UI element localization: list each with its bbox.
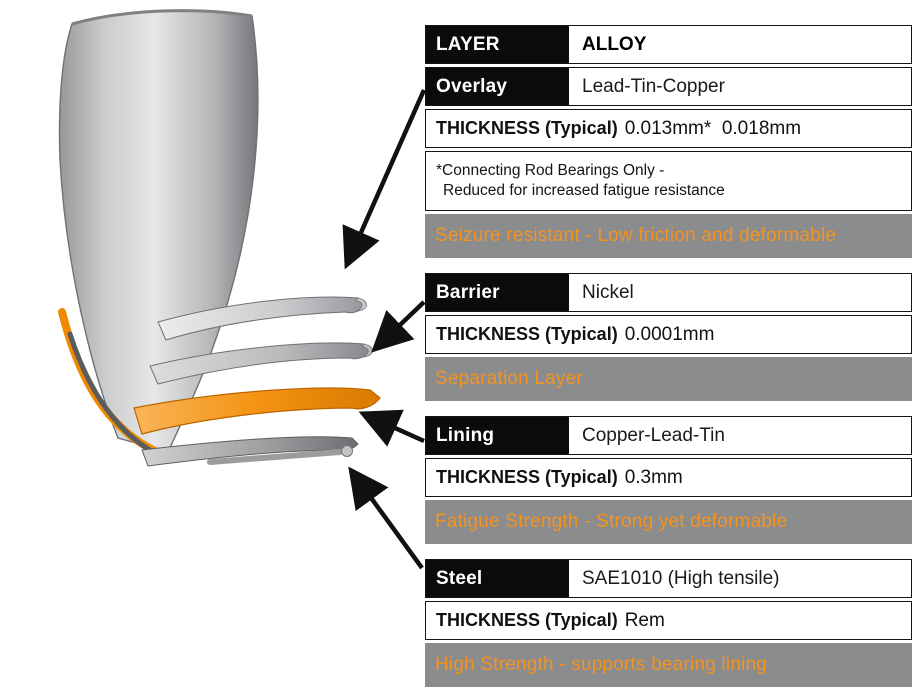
bearing-illustration <box>0 0 430 693</box>
arrow-barrier <box>371 300 426 353</box>
steel-thickness-row: THICKNESS (Typical) Rem <box>425 601 912 640</box>
barrier-alloy-value: Nickel <box>582 281 634 303</box>
thickness-label: THICKNESS (Typical) <box>436 118 618 138</box>
steel-alloy-value: SAE1010 (High tensile) <box>582 567 780 589</box>
overlay-row: Overlay Lead-Tin-Copper <box>425 67 912 106</box>
overlay-thickness-row: THICKNESS (Typical) 0.013mm* 0.018mm <box>425 109 912 148</box>
table-section-overlay: LAYER ALLOY Overlay Lead-Tin-Copper THIC… <box>425 25 912 258</box>
lining-alloy-value: Copper-Lead-Tin <box>582 424 725 446</box>
thickness-value: 0.0001mm <box>624 323 715 345</box>
arrow-overlay <box>342 89 427 270</box>
barrier-row: Barrier Nickel <box>425 273 912 312</box>
table-section-lining: Lining Copper-Lead-Tin THICKNESS (Typica… <box>425 416 912 544</box>
arrow-steel <box>348 466 424 570</box>
thickness-label: THICKNESS (Typical) <box>436 610 618 630</box>
lining-layer-sheet <box>133 387 381 435</box>
lining-layer-label: Lining <box>426 417 569 454</box>
overlay-footnote: *Connecting Rod Bearings Only - Reduced … <box>425 151 912 211</box>
steel-row: Steel SAE1010 (High tensile) <box>425 559 912 598</box>
steel-layer-sheet <box>141 436 359 467</box>
lining-thickness-row: THICKNESS (Typical) 0.3mm <box>425 458 912 497</box>
overlay-alloy-value: Lead-Tin-Copper <box>582 75 725 97</box>
lining-row: Lining Copper-Lead-Tin <box>425 416 912 455</box>
callout-arrows <box>342 89 427 570</box>
thickness-value: Rem <box>624 609 665 631</box>
overlay-layer-label: Overlay <box>426 68 569 105</box>
barrier-layer-label: Barrier <box>426 274 569 311</box>
thickness-value: 0.013mm* 0.018mm <box>624 117 802 139</box>
steel-property-bar: High Strength - supports bearing lining <box>425 643 912 687</box>
thickness-value: 0.3mm <box>624 466 683 488</box>
thickness-label: THICKNESS (Typical) <box>436 467 618 487</box>
footnote-line-2: Reduced for increased fatigue resistance <box>443 182 725 199</box>
bearing-svg <box>58 9 427 570</box>
footnote-line-1: *Connecting Rod Bearings Only - <box>436 161 665 179</box>
table-header-row: LAYER ALLOY <box>425 25 912 64</box>
barrier-layer-sheet <box>149 342 373 385</box>
arrow-lining <box>358 409 425 447</box>
thickness-label: THICKNESS (Typical) <box>436 324 618 344</box>
barrier-property-bar: Separation Layer <box>425 357 912 401</box>
barrier-thickness-row: THICKNESS (Typical) 0.0001mm <box>425 315 912 354</box>
steel-layer-label: Steel <box>426 560 569 597</box>
lining-property-bar: Fatigue Strength - Strong yet deformable <box>425 500 912 544</box>
table-section-steel: Steel SAE1010 (High tensile) THICKNESS (… <box>425 559 912 687</box>
header-layer-cell: LAYER <box>426 26 569 63</box>
table-section-barrier: Barrier Nickel THICKNESS (Typical) 0.000… <box>425 273 912 401</box>
header-alloy-cell: ALLOY <box>582 33 647 55</box>
layer-table: LAYER ALLOY Overlay Lead-Tin-Copper THIC… <box>425 25 912 687</box>
overlay-property-bar: Seizure resistant - Low friction and def… <box>425 214 912 258</box>
overlay-layer-sheet <box>157 296 367 341</box>
